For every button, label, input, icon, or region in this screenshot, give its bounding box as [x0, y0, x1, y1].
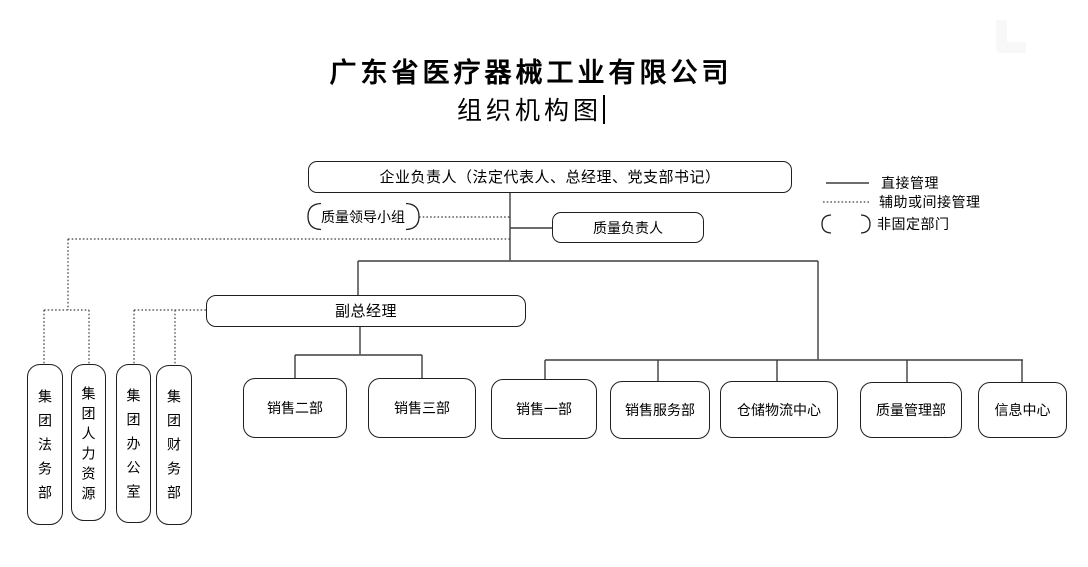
chart-subtitle[interactable]: 组织机构图 [0, 91, 1062, 127]
quality-leading-group-bracket-left [307, 202, 322, 231]
node-sales-dept-2[interactable]: 销售二部 [243, 378, 347, 438]
node-sales-service-dept[interactable]: 销售服务部 [610, 381, 710, 439]
node-group-office[interactable]: 集团办公室 [116, 364, 151, 523]
legend-bracket-left [821, 214, 832, 234]
node-group-hr-dept[interactable]: 集团人力资源 [71, 364, 106, 521]
company-name-title[interactable]: 广东省医疗器械工业有限公司 [329, 58, 733, 88]
node-quality-mgmt-dept[interactable]: 质量管理部 [860, 382, 962, 438]
corner-watermark [996, 20, 1026, 53]
legend-label-direct-management: 直接管理 [881, 175, 939, 191]
quality-leading-group-bracket-right [405, 202, 420, 231]
node-deputy-general-manager[interactable]: 副总经理 [206, 295, 526, 327]
node-quality-leading-group[interactable]: 质量领导小组 [321, 209, 405, 225]
node-group-finance-dept[interactable]: 集团财务部 [156, 365, 192, 525]
chart-subtitle-text: 组织机构图 [456, 97, 602, 125]
text-cursor [603, 95, 605, 124]
legend-label-indirect-management: 辅助或间接管理 [879, 194, 981, 210]
legend-label-non-fixed-department: 非固定部门 [877, 216, 950, 232]
node-quality-principal[interactable]: 质量负责人 [552, 212, 704, 243]
node-group-legal-dept[interactable]: 集团法务部 [27, 364, 63, 525]
node-ceo[interactable]: 企业负责人（法定代表人、总经理、党支部书记） [308, 161, 792, 193]
node-sales-dept-1[interactable]: 销售一部 [491, 379, 597, 439]
legend-bracket-right [860, 214, 871, 234]
node-warehouse-logistics-center[interactable]: 仓储物流中心 [720, 381, 838, 438]
node-sales-dept-3[interactable]: 销售三部 [368, 378, 476, 438]
node-info-center[interactable]: 信息中心 [978, 382, 1067, 438]
